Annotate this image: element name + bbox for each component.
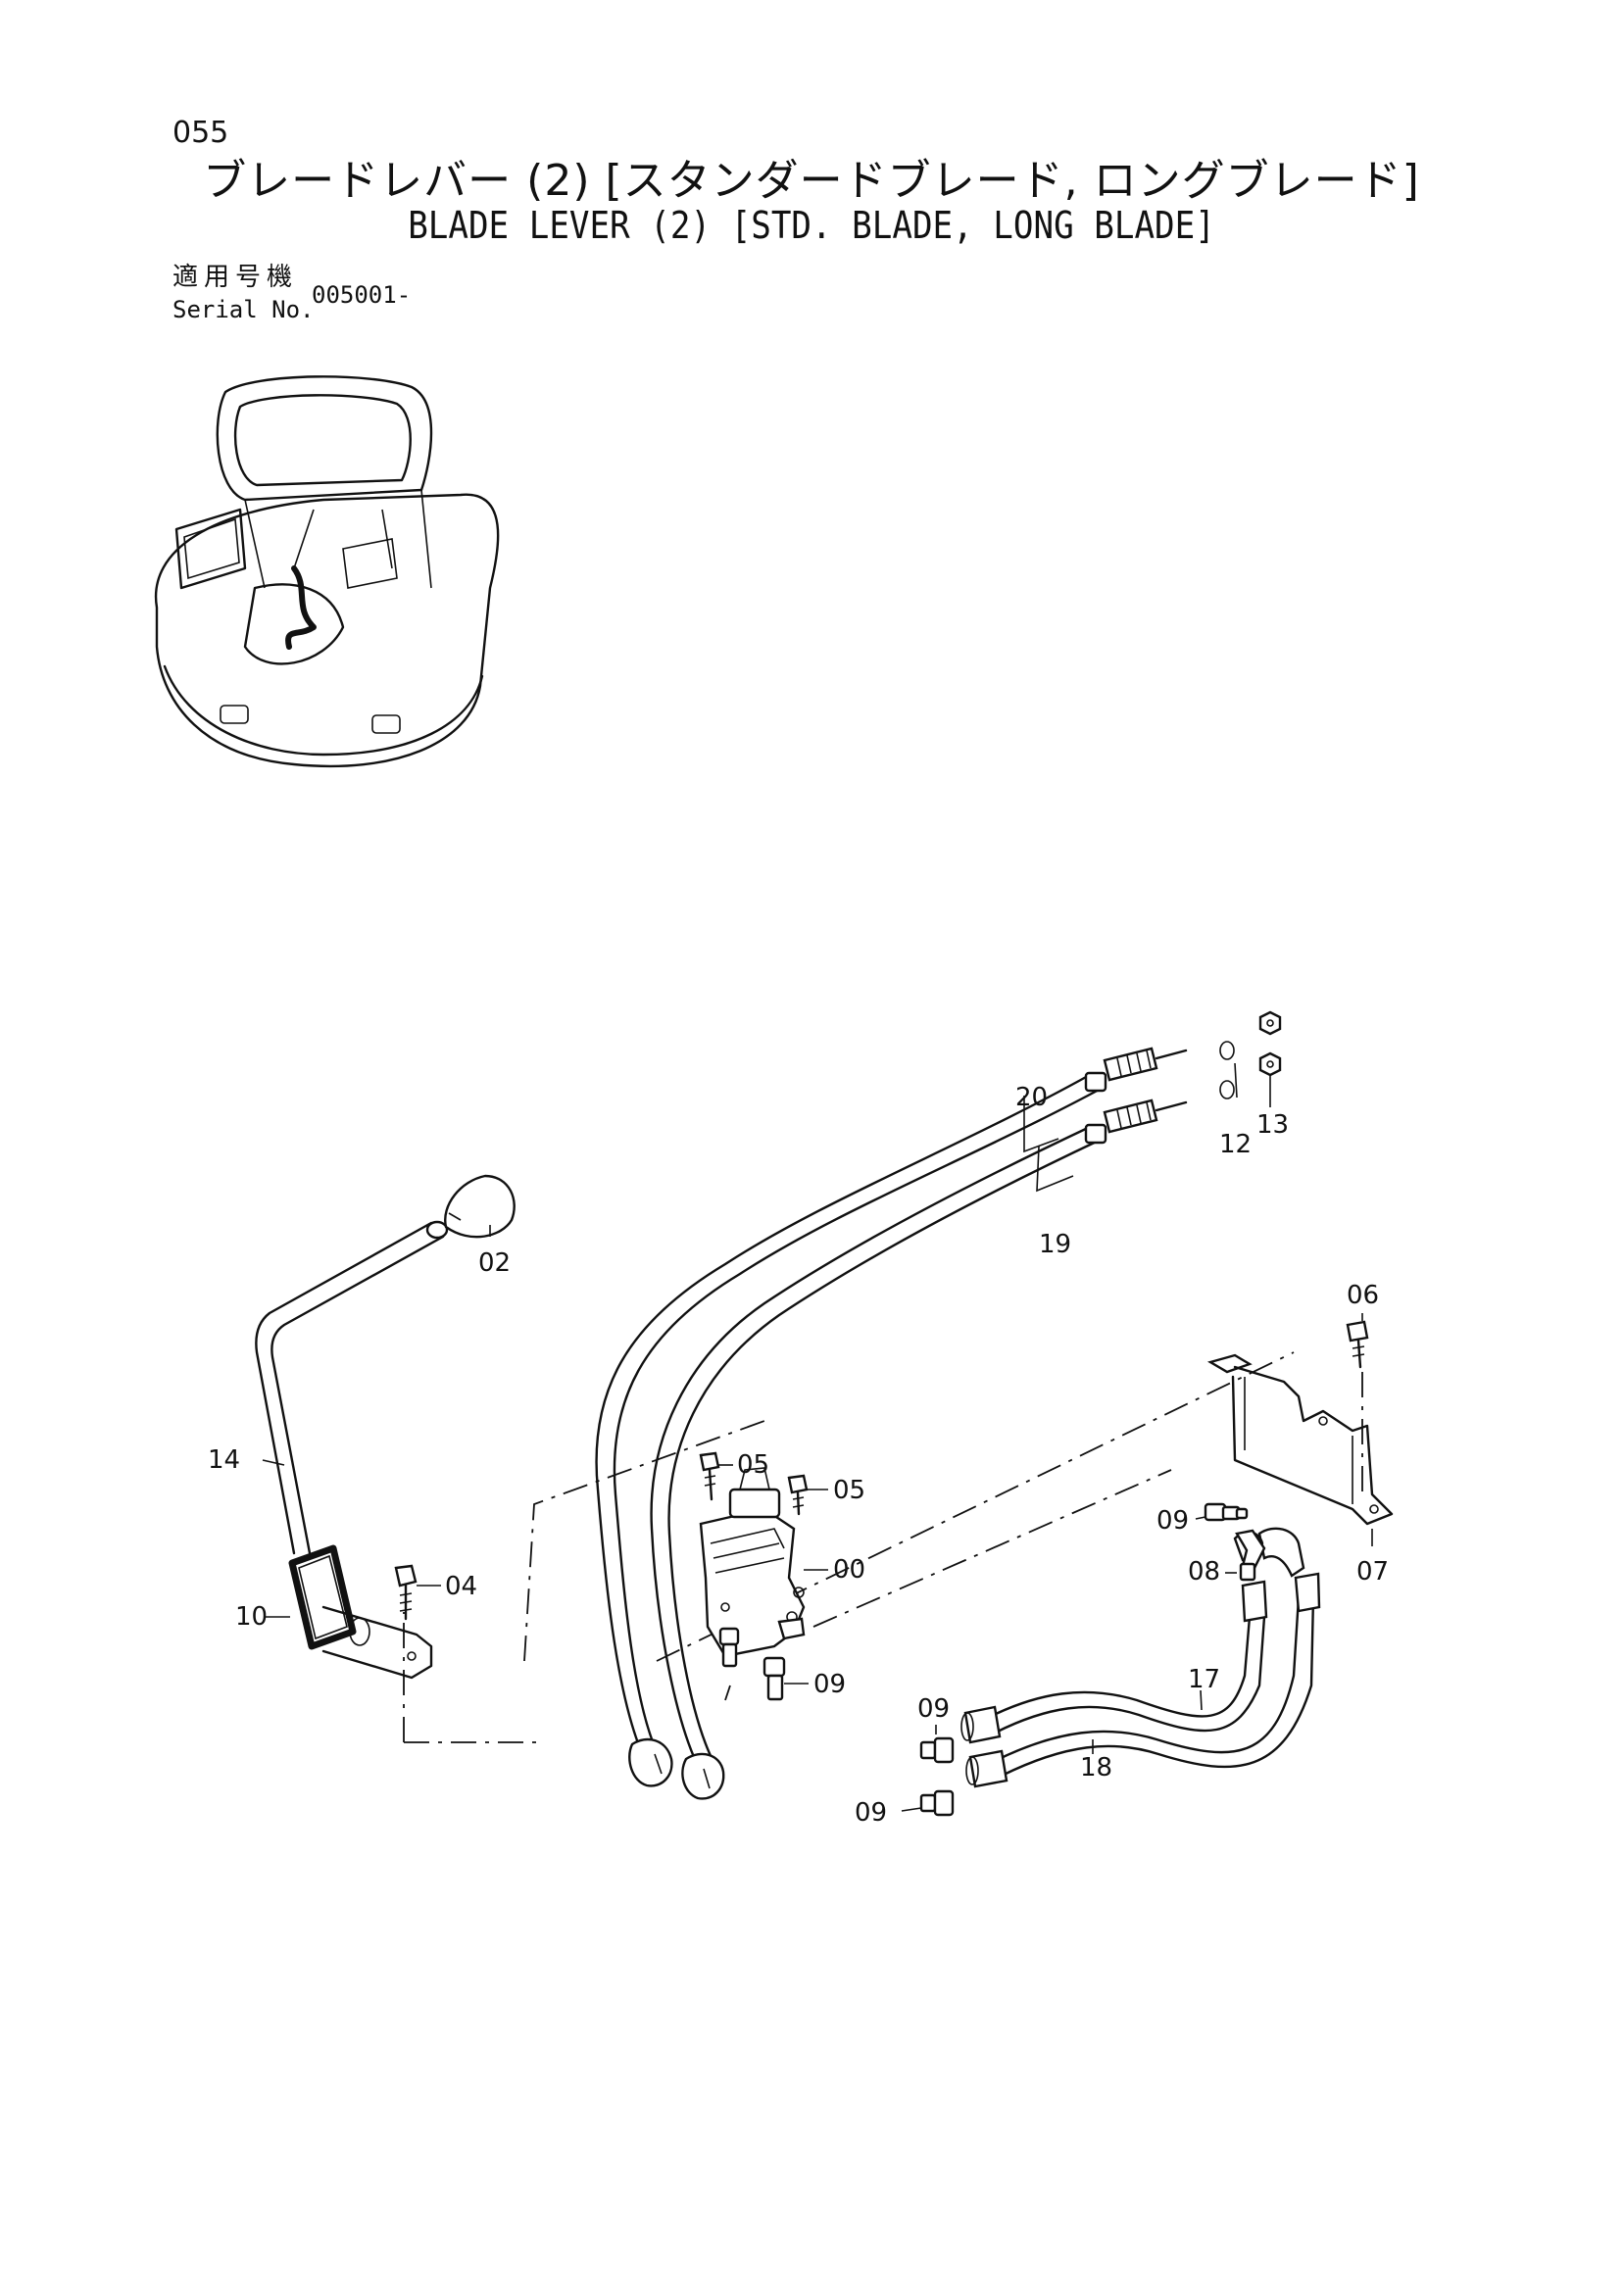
callout-10: 10 (235, 1602, 268, 1632)
serial-number-value: 005001- (312, 281, 412, 309)
machine-overview-illustration (154, 375, 500, 768)
mounting-bracket (1206, 1353, 1394, 1526)
bolt-04 (394, 1564, 418, 1621)
callout-00: 00 (833, 1555, 865, 1585)
callout-19: 19 (1039, 1230, 1071, 1259)
serial-label-japanese: 適用号機 (172, 263, 299, 292)
callout-20: 20 (1015, 1083, 1048, 1112)
lever-boot-and-bracket (288, 1544, 433, 1680)
callout-18: 18 (1080, 1753, 1112, 1783)
callout-08: 08 (1188, 1557, 1220, 1587)
bolt-06 (1346, 1320, 1369, 1369)
callout-05-right: 05 (833, 1476, 865, 1505)
callout-09-upper: 09 (1156, 1506, 1189, 1536)
callout-labels: 20 19 12 13 02 14 10 04 05 05 00 09 06 0… (208, 1083, 1389, 1828)
callout-09-lower-bottom: 09 (855, 1798, 887, 1828)
pilot-valve-body (699, 1467, 806, 1658)
elbow-fitting-08 (1235, 1529, 1266, 1582)
callout-05-left: 05 (737, 1450, 769, 1480)
hoses (960, 1527, 1321, 1788)
title-japanese: ブレードレバー (2) [スタンダードブレード, ロングブレード] (203, 156, 1420, 206)
callout-07: 07 (1356, 1557, 1389, 1587)
fitting-09-under-valve-right (762, 1656, 786, 1701)
callout-06: 06 (1347, 1281, 1379, 1310)
nuts-13 (1258, 1010, 1282, 1077)
fitting-09-lower-left-bottom (919, 1789, 955, 1817)
callout-leaders (262, 1062, 1373, 1812)
callout-02: 02 (478, 1248, 511, 1278)
callout-09-lower-top: 09 (917, 1694, 950, 1724)
title-english: BLADE LEVER (2) [STD. BLADE, LONG BLADE] (408, 204, 1215, 247)
callout-17: 17 (1188, 1665, 1220, 1694)
callout-14: 14 (208, 1445, 240, 1475)
bolt-05-left (699, 1451, 720, 1501)
callout-04: 04 (445, 1572, 477, 1601)
bolt-05-right (787, 1474, 809, 1516)
fitting-09-lower-left-top (919, 1736, 955, 1764)
washers-12 (1219, 1041, 1235, 1099)
fitting-09-upper-right (1204, 1502, 1249, 1522)
lever-rod (255, 1220, 449, 1555)
fitting-09-under-valve-left (718, 1627, 740, 1668)
control-cables (595, 1047, 1188, 1800)
serial-label-english: Serial No. (172, 296, 315, 323)
callout-13: 13 (1256, 1110, 1289, 1140)
lever-knob (444, 1174, 516, 1239)
callout-09-valve: 09 (813, 1670, 846, 1699)
callout-12: 12 (1219, 1130, 1252, 1159)
page-number: 055 (172, 116, 229, 150)
